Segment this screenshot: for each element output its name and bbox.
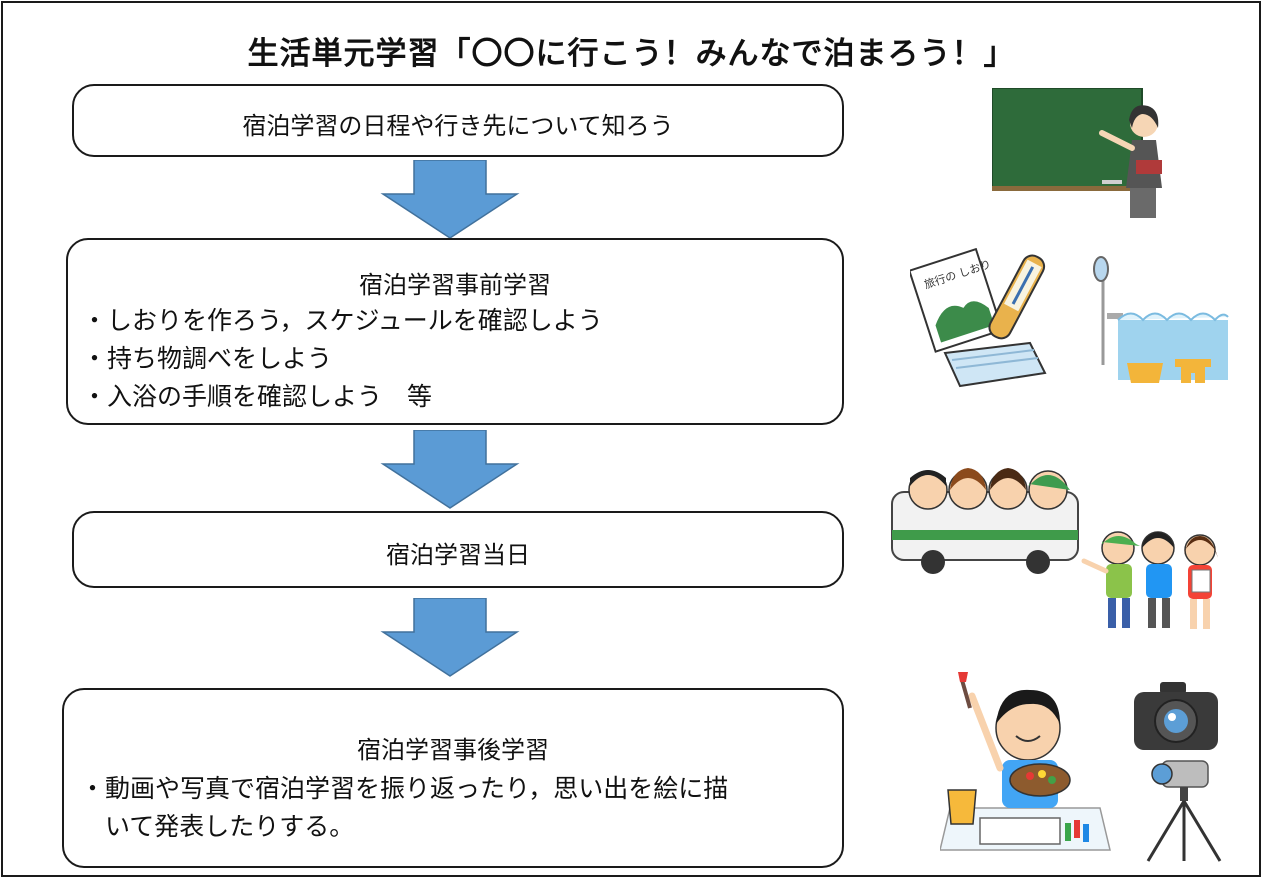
camera-icon [1134,682,1218,750]
flow-arrow-3 [380,598,520,677]
step-heading: 宿泊学習事前学習 [359,271,551,299]
painting-child-illustration [940,672,1111,851]
list-item: ・動画や写真で宿泊学習を振り返ったり，思い出を絵に描 [80,774,729,803]
step-heading: 宿泊学習当日 [386,541,530,569]
step-box-schedule: 宿泊学習の日程や行き先について知ろう [72,84,844,157]
diagram-title: 生活単元学習「〇〇に行こう！みんなで泊まろう！」 [247,36,1016,72]
step-item-list: ・しおりを作ろう，スケジュールを確認しよう ・持ち物調べをしよう ・入浴の手順を… [82,302,603,416]
step-heading: 宿泊学習事後学習 [357,736,549,764]
video-camera-tripod-icon [1146,760,1222,862]
children-walking-illustration [1081,531,1218,629]
teacher-chalkboard-illustration [992,88,1162,218]
preparation-items-illustration: 旅行の しおり [910,248,1047,388]
flow-arrow-1 [380,160,520,239]
step-box-pre-learning: 宿泊学習事前学習 ・しおりを作ろう，スケジュールを確認しよう ・持ち物調べをしよ… [66,238,844,425]
list-item: ・しおりを作ろう，スケジュールを確認しよう [82,306,603,335]
step-item-list: ・動画や写真で宿泊学習を振り返ったり，思い出を絵に描 いて発表したりする。 [80,770,728,846]
step-heading: 宿泊学習の日程や行き先について知ろう [242,112,674,140]
step-box-post-learning: 宿泊学習事後学習 ・動画や写真で宿泊学習を振り返ったり，思い出を絵に描 いて発表… [62,688,844,868]
list-item: ・入浴の手順を確認しよう 等 [82,382,433,411]
bath-illustration [1093,256,1229,383]
bus-illustration [891,468,1079,574]
list-item: ・持ち物調べをしよう [82,344,333,373]
flow-arrow-2 [380,430,520,509]
step-box-trip-day: 宿泊学習当日 [72,511,844,588]
list-item: いて発表したりする。 [80,812,355,841]
